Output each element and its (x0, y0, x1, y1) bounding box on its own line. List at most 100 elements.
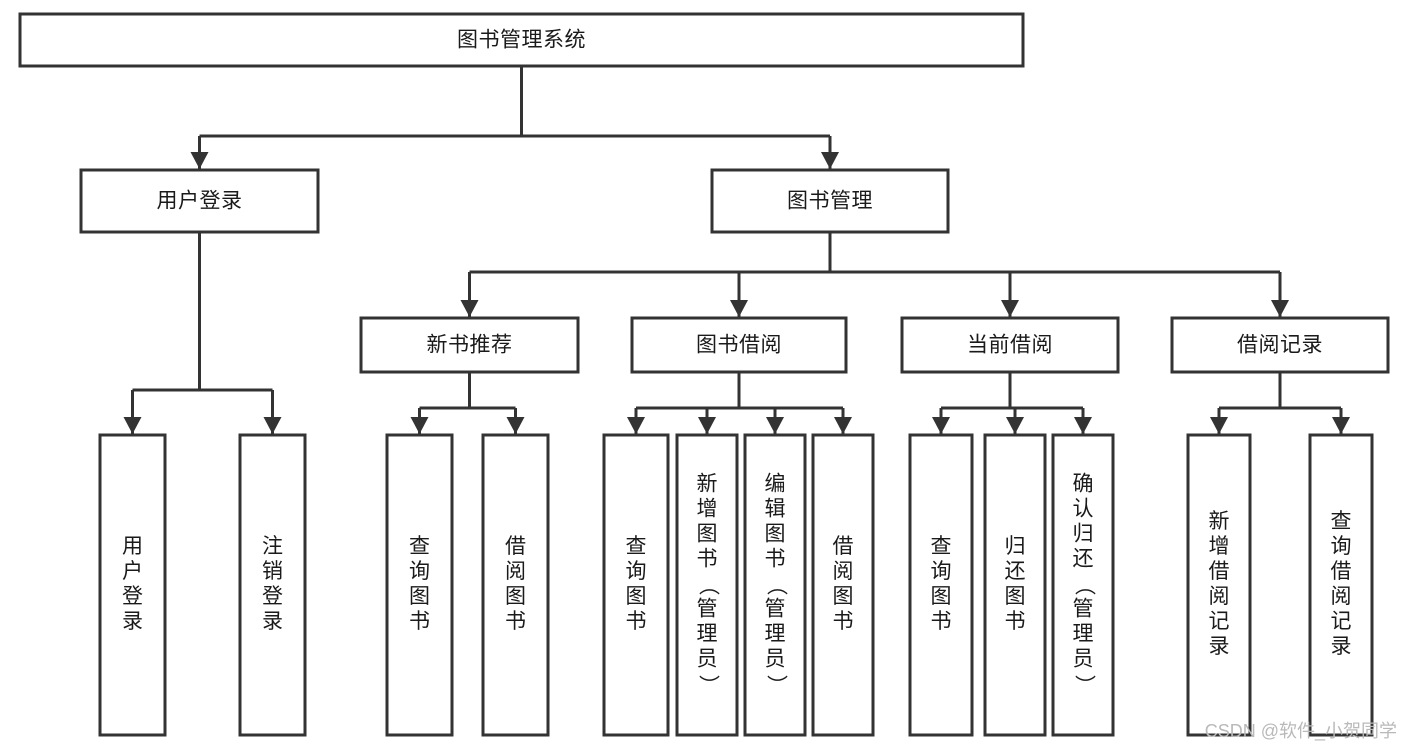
node-label-char: 询 (1331, 535, 1352, 558)
node-borrow-record[interactable]: 借阅记录 (1170, 316, 1390, 374)
node-label-char: （ (696, 575, 719, 596)
node-label-char: 借 (1331, 560, 1352, 583)
node-leaf-user-login[interactable]: 用户登录 (98, 433, 167, 737)
node-label-char: 书 (1005, 610, 1026, 633)
node-label-char: 管 (765, 598, 786, 621)
node-label-char: 书 (931, 610, 952, 633)
arrow-head-icon (766, 417, 784, 434)
node-box-leaf-user-login (98, 433, 167, 737)
node-label-char: 记 (1209, 610, 1230, 633)
arrow-head-icon (1001, 300, 1019, 317)
node-label-borrow-record: 借阅记录 (1237, 334, 1323, 357)
node-label-char: 管 (697, 598, 718, 621)
arrow-head-icon (1006, 417, 1024, 434)
node-label-char: 询 (931, 560, 952, 583)
node-box-leaf-edit-book-admin (743, 433, 807, 737)
node-box-book-manage (710, 168, 950, 234)
node-label-char: 书 (505, 610, 526, 633)
node-box-leaf-borrow-book-2 (811, 433, 875, 737)
node-label-char: 图 (931, 585, 952, 608)
node-label-char: 用 (122, 535, 143, 558)
node-label-char: 阅 (1209, 585, 1230, 608)
node-label-char: 认 (1073, 498, 1094, 521)
node-label-char: 还 (1073, 548, 1094, 571)
node-box-leaf-query-book-3 (908, 433, 974, 737)
arrow-head-icon (410, 417, 429, 434)
node-label-char: 借 (505, 535, 526, 558)
node-label-char: 书 (626, 610, 647, 633)
node-label-char: 查 (931, 535, 952, 558)
node-label-current-borrow: 当前借阅 (967, 334, 1053, 357)
node-label-char: 员 (765, 648, 786, 671)
node-new-book-recommend[interactable]: 新书推荐 (359, 316, 580, 374)
node-label-char: 图 (505, 585, 526, 608)
node-label-char: 询 (626, 560, 647, 583)
node-label-char: 理 (765, 623, 786, 646)
arrow-head-icon (932, 417, 950, 434)
node-box-leaf-query-book-2 (602, 433, 670, 737)
arrow-head-icon (730, 300, 748, 317)
connector-group-root (190, 66, 839, 169)
connector-group-new-book-recommend (410, 372, 525, 434)
node-label-book-borrow: 图书借阅 (696, 334, 782, 357)
node-box-leaf-query-borrow-record (1308, 433, 1374, 737)
node-label-char: 户 (122, 560, 143, 583)
node-label-char: 借 (1209, 560, 1230, 583)
node-label-char: 图 (765, 523, 786, 546)
connector-group-current-borrow (932, 372, 1092, 434)
node-label-char: 录 (262, 610, 283, 633)
node-book-manage[interactable]: 图书管理 (710, 168, 950, 234)
node-box-leaf-borrow-book-1 (481, 433, 550, 737)
node-current-borrow[interactable]: 当前借阅 (900, 316, 1120, 374)
node-label-char: 注 (262, 535, 283, 558)
node-label-char: 编 (765, 473, 786, 496)
watermark-text: CSDN @软件_小贺同学 (1204, 721, 1397, 741)
node-label-char: 图 (409, 585, 430, 608)
node-label-char: ） (764, 675, 787, 696)
node-root[interactable]: 图书管理系统 (18, 12, 1025, 68)
node-label-char: 书 (765, 548, 786, 571)
node-label-char: 登 (262, 585, 283, 608)
node-label-char: 增 (697, 498, 718, 521)
node-label-char: 阅 (505, 560, 526, 583)
node-label-char: 查 (626, 535, 647, 558)
node-label-char: 书 (409, 610, 430, 633)
node-book-borrow[interactable]: 图书借阅 (630, 316, 848, 374)
arrow-head-icon (834, 417, 852, 434)
node-label-char: 员 (697, 648, 718, 671)
node-box-root (18, 12, 1025, 68)
node-user-login[interactable]: 用户登录 (79, 168, 320, 234)
node-label-char: 阅 (833, 560, 854, 583)
node-box-leaf-confirm-return-admin (1051, 433, 1115, 737)
arrow-head-icon (1271, 300, 1289, 317)
connector-group-book-manage (460, 232, 1289, 317)
node-label-char: 查 (409, 535, 430, 558)
node-box-leaf-user-logout (238, 433, 307, 737)
node-label-char: ） (1072, 675, 1095, 696)
connector-group-book-borrow (627, 372, 852, 434)
node-label-char: 登 (122, 585, 143, 608)
node-label-char: 图 (626, 585, 647, 608)
node-label-char: 销 (262, 560, 283, 583)
node-label-char: 增 (1209, 535, 1230, 558)
arrow-head-icon (506, 417, 525, 434)
node-box-new-book-recommend (359, 316, 580, 374)
node-label-char: 记 (1331, 610, 1352, 633)
node-label-char: 归 (1073, 523, 1094, 546)
nodes-layer: 图书管理系统用户登录图书管理新书推荐图书借阅当前借阅借阅记录用户登录注销登录查询… (18, 12, 1390, 737)
arrow-head-icon (263, 417, 282, 434)
arrow-head-icon (190, 152, 209, 169)
